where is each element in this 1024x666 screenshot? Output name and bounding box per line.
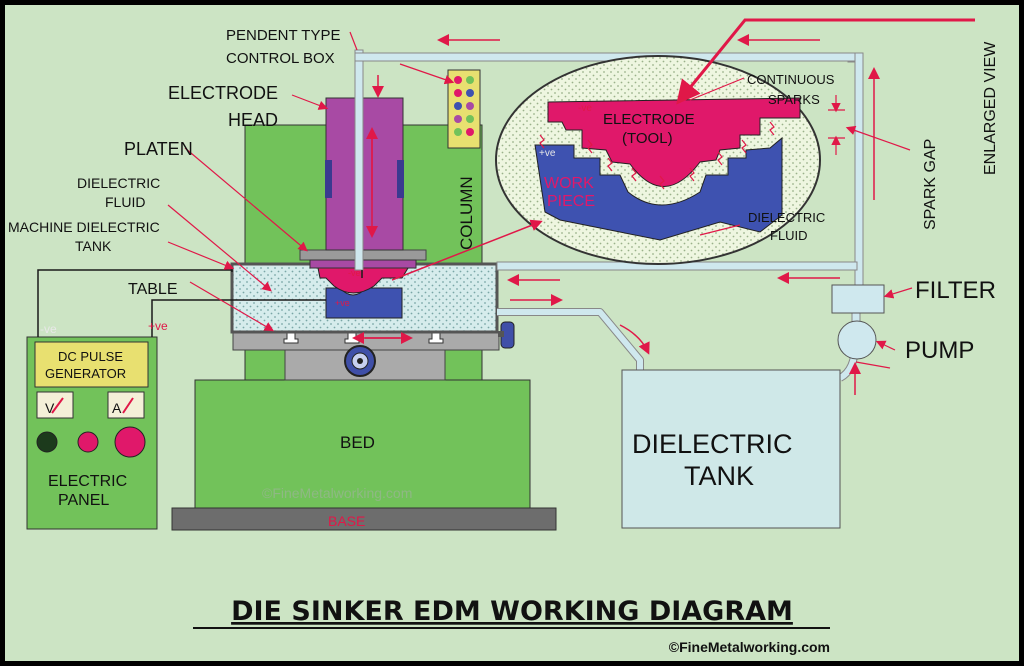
pendent-control-box: [447, 69, 481, 149]
label-small-neg: -ve: [348, 268, 361, 278]
label-machine-tank-line1: MACHINE DIELECTRIC: [8, 219, 160, 235]
label-panel-line1: ELECTRIC: [48, 473, 127, 490]
feed-pipe-vertical: [354, 49, 364, 271]
label-enlarged-view: ENLARGED VIEW: [982, 41, 999, 175]
label-tank-line1: DIELECTRIC: [632, 429, 793, 459]
diagram-title: DIE SINKER EDM WORKING DIAGRAM: [231, 596, 793, 627]
label-work-line1: WORK: [544, 175, 594, 192]
electrode-head: [325, 97, 404, 251]
label-dc-line1: DC PULSE: [58, 349, 123, 364]
label-volt: V: [45, 400, 55, 416]
handwheel: [344, 345, 376, 377]
label-dielectric-fluid-line2: FLUID: [105, 194, 145, 210]
filter: [831, 284, 885, 314]
label-ev-neg: -ve: [578, 103, 592, 114]
ev-workpiece: [534, 136, 783, 241]
electrode-tip: [317, 267, 409, 294]
pump: [837, 320, 877, 360]
label-electrode-head-line2: HEAD: [228, 110, 278, 130]
indicator-pink-small: [77, 431, 99, 453]
label-bed: BED: [340, 433, 375, 452]
label-tool-line1: ELECTRODE: [603, 111, 695, 128]
label-tool-line2: (TOOL): [622, 130, 673, 147]
dc-pulse-generator: [34, 341, 149, 388]
label-machine-tank-line2: TANK: [75, 238, 112, 254]
watermark-center: ©FineMetalworking.com: [262, 485, 412, 501]
spark-gap-marker: [828, 95, 911, 155]
label-panel-line2: PANEL: [58, 492, 109, 509]
label-spark-gap: SPARK GAP: [922, 139, 939, 230]
watermark-bottom: ©FineMetalworking.com: [669, 639, 830, 655]
flow-arrows: [372, 34, 880, 395]
wires: [37, 269, 363, 337]
label-amp: A: [112, 400, 122, 416]
label-dielectric-fluid-line1: DIELECTRIC: [77, 175, 160, 191]
label-pendent-line1: PENDENT TYPE: [226, 27, 340, 44]
label-ev-pos: +ve: [539, 148, 556, 159]
ev-sparks: [539, 121, 775, 190]
bed: [194, 379, 531, 509]
label-electrode-head-line1: ELECTRODE: [168, 83, 278, 103]
label-filter: FILTER: [915, 277, 996, 304]
indicator-dark: [36, 431, 58, 453]
label-dc-line2: GENERATOR: [45, 366, 126, 381]
label-pendent-line2: CONTROL BOX: [226, 50, 335, 67]
label-ev-fluid-line2: FLUID: [770, 228, 808, 243]
label-pump: PUMP: [905, 337, 974, 364]
label-tank-line2: TANK: [684, 461, 754, 491]
label-work-line2: PIECE: [547, 193, 595, 210]
dielectric-tank: [621, 369, 841, 529]
label-ev-fluid-line1: DIELECTRIC: [748, 210, 825, 225]
leader-lines: [167, 31, 913, 369]
label-pos: +ve: [148, 319, 168, 333]
indicator-pink-large: [114, 426, 146, 458]
label-base: BASE: [328, 513, 365, 529]
voltmeter: [36, 391, 74, 419]
ammeter: [107, 391, 145, 419]
ev-electrode: [547, 97, 801, 187]
label-platen: PLATEN: [124, 139, 193, 159]
label-continuous-line1: CONTINUOUS: [747, 72, 835, 87]
label-neg: -ve: [40, 322, 57, 336]
label-table: TABLE: [128, 281, 178, 298]
enlarge-pointers: [391, 18, 975, 281]
label-continuous-line2: SPARKS: [768, 92, 820, 107]
label-small-pos: +ve: [335, 298, 350, 308]
label-column: COLUMN: [457, 176, 476, 250]
